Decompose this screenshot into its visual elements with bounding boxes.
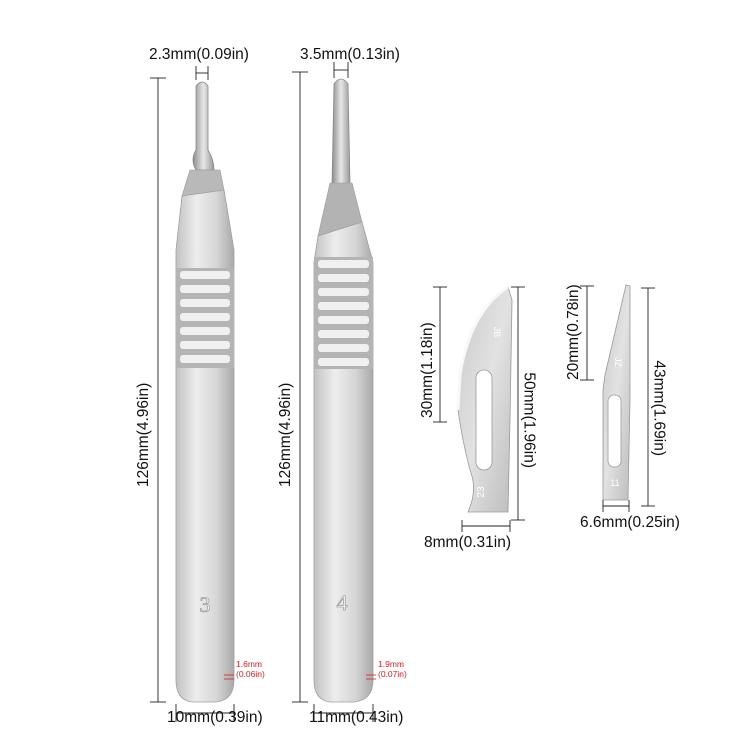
handle-4-width-label: 11mm(0.43in) — [309, 709, 404, 726]
handle-4-tip — [331, 78, 351, 186]
blade-11-slot — [607, 394, 622, 468]
blade-11-length-label: 43mm(1.69in) — [650, 360, 668, 456]
handle-4-number: 4 — [337, 590, 348, 615]
blade-23: JB 23 — [456, 285, 513, 513]
handle-3-number: 3 — [200, 592, 211, 617]
handle-3-width-label: 10mm(0.39in) — [167, 709, 263, 726]
handle-3-tip-width-label: 2.3mm(0.09in) — [149, 46, 249, 63]
dimension-lines — [150, 62, 655, 722]
handle-3-thickness-label: 1.6mm (0.06in) — [236, 659, 265, 679]
blade-23-number: 23 — [476, 486, 487, 498]
handle-3-body — [175, 189, 235, 703]
blade-23-slot — [475, 369, 493, 471]
blade-11-edge-label: 20mm(0.78in) — [565, 284, 582, 380]
blade-11-width-label: 6.6mm(0.25in) — [580, 514, 680, 531]
handle-3-length-label: 126mm(4.96in) — [135, 382, 152, 487]
blade-23-width-label: 8mm(0.31in) — [424, 534, 511, 551]
blade-11: JZ 11 — [602, 284, 631, 501]
blade-23-edge — [456, 285, 509, 411]
blade-11-body — [602, 284, 631, 501]
handle-3: 3 — [175, 81, 235, 703]
thickness-markers — [224, 674, 376, 680]
blade-11-number: 11 — [610, 478, 619, 488]
blade-23-edge-label: 30mm(1.18in) — [419, 322, 436, 418]
handle-4-thickness-label: 1.9mm (0.07in) — [378, 659, 407, 679]
handle-4-tip-width-label: 3.5mm(0.13in) — [300, 46, 400, 63]
blade-23-code: JB — [492, 327, 502, 338]
blade-23-length-label: 50mm(1.96in) — [520, 372, 538, 468]
handle-4-grip — [314, 257, 373, 369]
handle-4: 4 — [313, 78, 374, 703]
blade-11-code: JZ — [613, 357, 623, 368]
handle-3-grip — [176, 268, 234, 368]
handle-3-tip — [192, 81, 215, 171]
handle-4-length-label: 126mm(4.96in) — [277, 382, 294, 487]
